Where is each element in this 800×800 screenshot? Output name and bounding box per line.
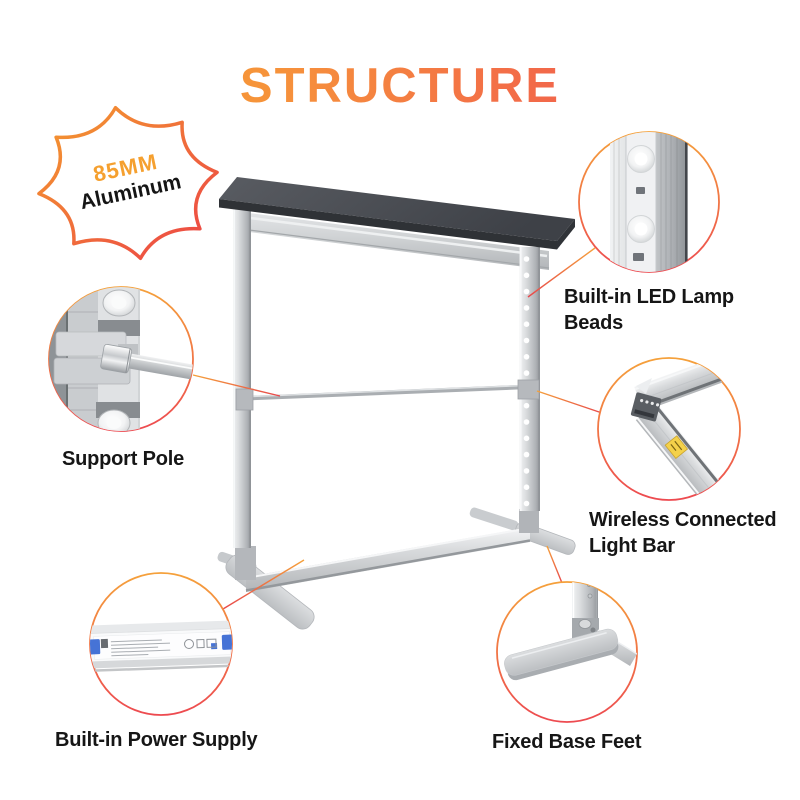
leader-led	[527, 247, 596, 298]
support-pole	[235, 379, 540, 411]
power-connector	[221, 634, 232, 650]
foot-post	[572, 582, 598, 620]
starburst-badge	[37, 105, 219, 261]
right-post-base	[519, 509, 539, 533]
left-base-foot	[217, 551, 315, 630]
certification-label	[664, 435, 689, 460]
leader-support	[192, 374, 281, 397]
callout-circle-feet	[496, 581, 638, 723]
leader-power	[222, 559, 305, 610]
right-post	[519, 247, 540, 511]
pole-cylinder	[100, 343, 193, 380]
led-strip-ribs	[613, 132, 678, 272]
top-light-bar	[232, 211, 550, 270]
support-pole-detail	[49, 287, 193, 431]
callout-label-support-pole: Support Pole	[61, 448, 185, 470]
callout-circle-wireless	[597, 357, 741, 501]
callout-label-led-beads: Built-in LED Lamp Beads	[564, 286, 734, 334]
left-post	[233, 204, 251, 548]
led-strip-detail	[610, 132, 688, 272]
lamp-lens	[102, 289, 136, 317]
led-dome	[627, 215, 655, 243]
corner-connector	[630, 392, 662, 422]
led-chip	[633, 253, 644, 261]
leader-lines	[192, 247, 603, 610]
power-supply-detail	[90, 620, 232, 672]
callout-circle-support	[48, 286, 194, 432]
certification-marks	[184, 638, 217, 650]
callout-label-power-supply: Built-in Power Supply	[55, 729, 258, 751]
foot-pad	[504, 628, 619, 681]
lamp-lens	[97, 409, 131, 431]
callout-label-wireless-bar: Wireless Connected Light Bar	[589, 509, 777, 557]
canopy	[219, 177, 575, 250]
label-print-lines	[110, 639, 171, 657]
led-chip	[636, 187, 645, 194]
left-post-base	[235, 546, 256, 580]
bottom-bar	[245, 527, 531, 592]
callout-label-base-feet: Fixed Base Feet	[492, 731, 642, 753]
page-title: STRUCTURE	[0, 58, 800, 114]
display-frame	[217, 177, 576, 630]
led-hole-column	[523, 256, 530, 507]
leader-feet	[546, 545, 563, 584]
power-connector	[90, 639, 101, 655]
led-dome	[627, 145, 655, 173]
leader-wireless	[536, 390, 603, 414]
callout-circle-power	[89, 572, 233, 716]
callout-circle-led	[578, 131, 720, 273]
